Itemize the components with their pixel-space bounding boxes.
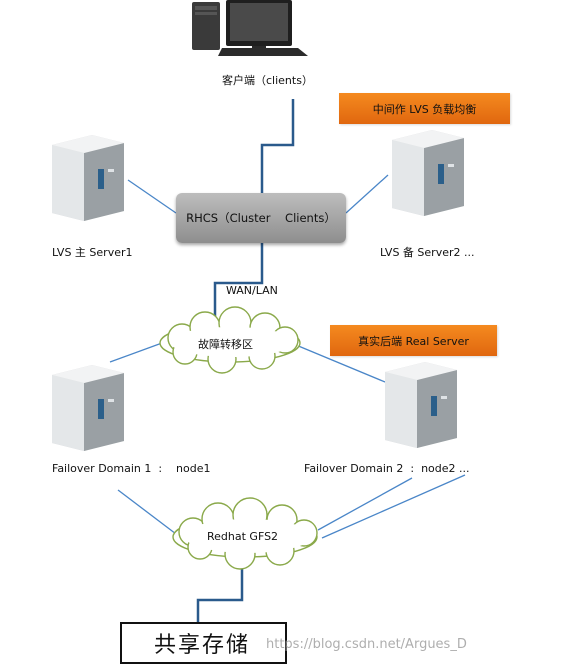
- failover-cloud: [159, 306, 301, 374]
- cloud-node2-link: [295, 344, 386, 383]
- rhcs-label: RHCS（Cluster Clients）: [186, 211, 336, 225]
- node2-gfs-link-b: [321, 474, 466, 539]
- failover-domain-1-label: Failover Domain 1 : node1: [52, 462, 211, 475]
- client-rhcs-link: [260, 99, 295, 193]
- cloud-node1-link: [109, 342, 163, 363]
- server-icon-node2: [385, 362, 457, 448]
- rhcs-cluster-box: RHCS（Cluster Clients）: [176, 193, 346, 243]
- server-icon-node1: [52, 365, 124, 451]
- desktop-computer-icon: [192, 0, 308, 56]
- shared-storage-box: 共享存储: [120, 622, 287, 664]
- watermark: https://blog.csdn.net/Argues_D: [266, 637, 467, 652]
- lvs-backup-label: LVS 备 Server2 ...: [380, 246, 475, 259]
- client-label: 客户端（clients）: [222, 74, 313, 87]
- server-icon-lvs1: [52, 135, 124, 221]
- gfs-storage-link: [196, 560, 244, 622]
- lvs1-rhcs-link: [127, 179, 177, 214]
- node1-gfs-link: [117, 489, 181, 538]
- shared-storage-label: 共享存储: [154, 633, 251, 658]
- failover-zone-label: 故障转移区: [198, 338, 253, 351]
- failover-domain-2-label: Failover Domain 2 : node2 ...: [304, 462, 470, 475]
- node2-gfs-link-a: [317, 477, 413, 531]
- lvs2-rhcs-link: [345, 174, 389, 214]
- gfs-cloud: [172, 497, 318, 570]
- gfs2-label: Redhat GFS2: [207, 530, 279, 543]
- rhcs-wan-link: [213, 243, 264, 322]
- server-icon-lvs2: [392, 130, 464, 216]
- lvs-balance-banner: 中间作 LVS 负载均衡: [339, 93, 510, 124]
- wan-lan-label: WAN/LAN: [226, 284, 278, 297]
- real-server-banner: 真实后端 Real Server: [330, 325, 497, 356]
- lvs-master-label: LVS 主 Server1: [52, 246, 133, 259]
